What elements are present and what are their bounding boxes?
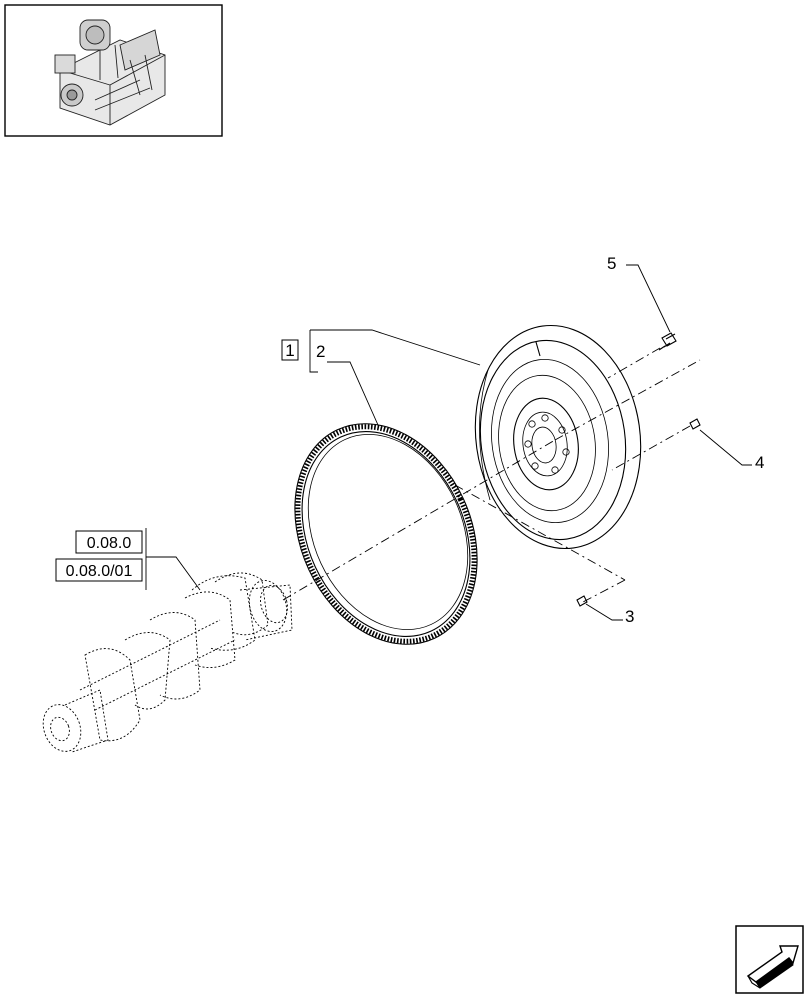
- pin-right: [611, 418, 701, 471]
- next-page-arrow-icon[interactable]: [735, 925, 804, 994]
- reference-0-08-0[interactable]: 0.08.0: [75, 530, 143, 554]
- engine-thumbnail-icon[interactable]: [4, 4, 223, 137]
- ring-gear: [294, 423, 478, 645]
- callout-4-label: 4: [755, 453, 764, 472]
- bolt: [607, 332, 677, 379]
- crankshaft: [42, 572, 293, 753]
- callout-1-label: 1: [285, 341, 294, 360]
- leader-lines: [145, 264, 752, 621]
- reference-0-08-0-01-label: 0.08.0/01: [66, 563, 133, 580]
- reference-0-08-0-01[interactable]: 0.08.0/01: [55, 558, 143, 582]
- callout-5-label: 5: [607, 254, 616, 273]
- callout-1: 1: [281, 339, 299, 361]
- callout-3-label: 3: [625, 607, 634, 626]
- reference-0-08-0-label: 0.08.0: [87, 535, 132, 552]
- pin-lower: [454, 484, 626, 607]
- flywheel: [474, 324, 642, 550]
- callout-2-label: 2: [316, 342, 325, 361]
